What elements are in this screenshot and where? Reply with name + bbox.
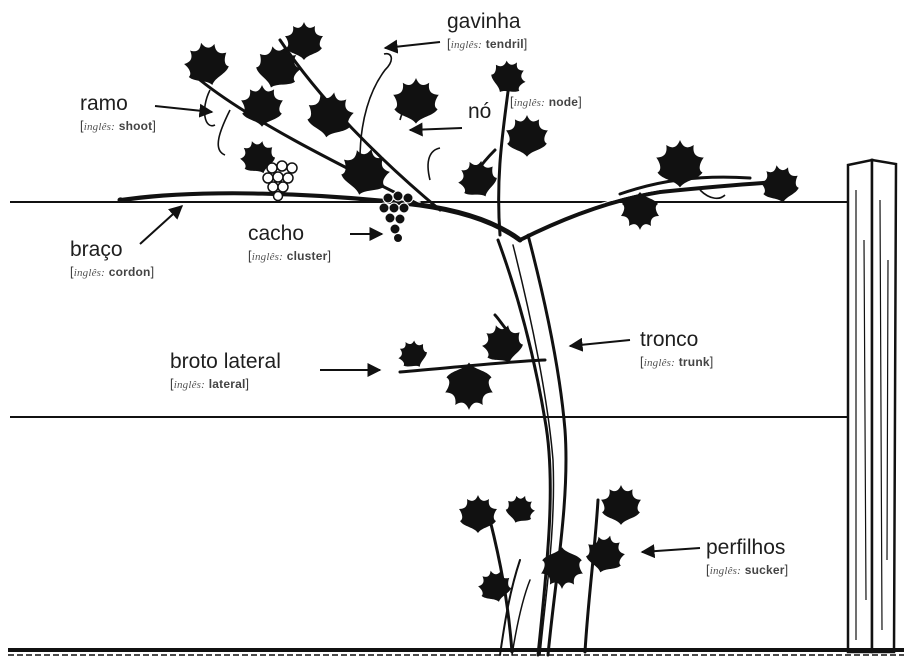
- arrow-gavinha: [385, 42, 440, 48]
- vine-cordon: [120, 182, 780, 240]
- label-no-translation: [inglês: node]: [510, 92, 582, 111]
- label-ramo-translation: [inglês: shoot]: [80, 118, 156, 135]
- label-cacho-translation: [inglês: cluster]: [248, 248, 331, 265]
- label-cacho: cacho [inglês: cluster]: [248, 222, 331, 265]
- label-tronco-term: tronco: [640, 328, 713, 352]
- label-gavinha: gavinha [inglês: tendril]: [447, 10, 527, 53]
- label-cacho-term: cacho: [248, 222, 331, 246]
- trellis-post: [848, 160, 896, 652]
- arrow-ramo: [155, 106, 212, 112]
- arrow-no: [410, 128, 462, 130]
- arrow-tronco: [570, 340, 630, 346]
- ground-line: [8, 650, 904, 655]
- label-gavinha-term: gavinha: [447, 10, 527, 34]
- label-broto-lateral-term: broto lateral: [170, 350, 281, 374]
- label-tronco-translation: [inglês: trunk]: [640, 354, 713, 371]
- label-no-term: nó: [468, 100, 491, 124]
- label-tronco: tronco [inglês: trunk]: [640, 328, 713, 371]
- arrow-perfilhos: [642, 548, 700, 552]
- label-perfilhos-translation: [inglês: sucker]: [706, 562, 788, 579]
- label-braco: braço [inglês: cordon]: [70, 238, 154, 281]
- label-braco-term: braço: [70, 238, 154, 262]
- label-perfilhos: perfilhos [inglês: sucker]: [706, 536, 788, 579]
- label-ramo-term: ramo: [80, 92, 156, 116]
- grape-cluster-center[interactable]: [379, 191, 413, 243]
- label-gavinha-translation: [inglês: tendril]: [447, 36, 527, 53]
- label-braco-translation: [inglês: cordon]: [70, 264, 154, 281]
- label-perfilhos-term: perfilhos: [706, 536, 788, 560]
- label-ramo: ramo [inglês: shoot]: [80, 92, 156, 135]
- label-no: nó: [468, 100, 491, 124]
- label-broto-lateral: broto lateral [inglês: lateral]: [170, 350, 281, 393]
- label-broto-lateral-translation: [inglês: lateral]: [170, 376, 281, 393]
